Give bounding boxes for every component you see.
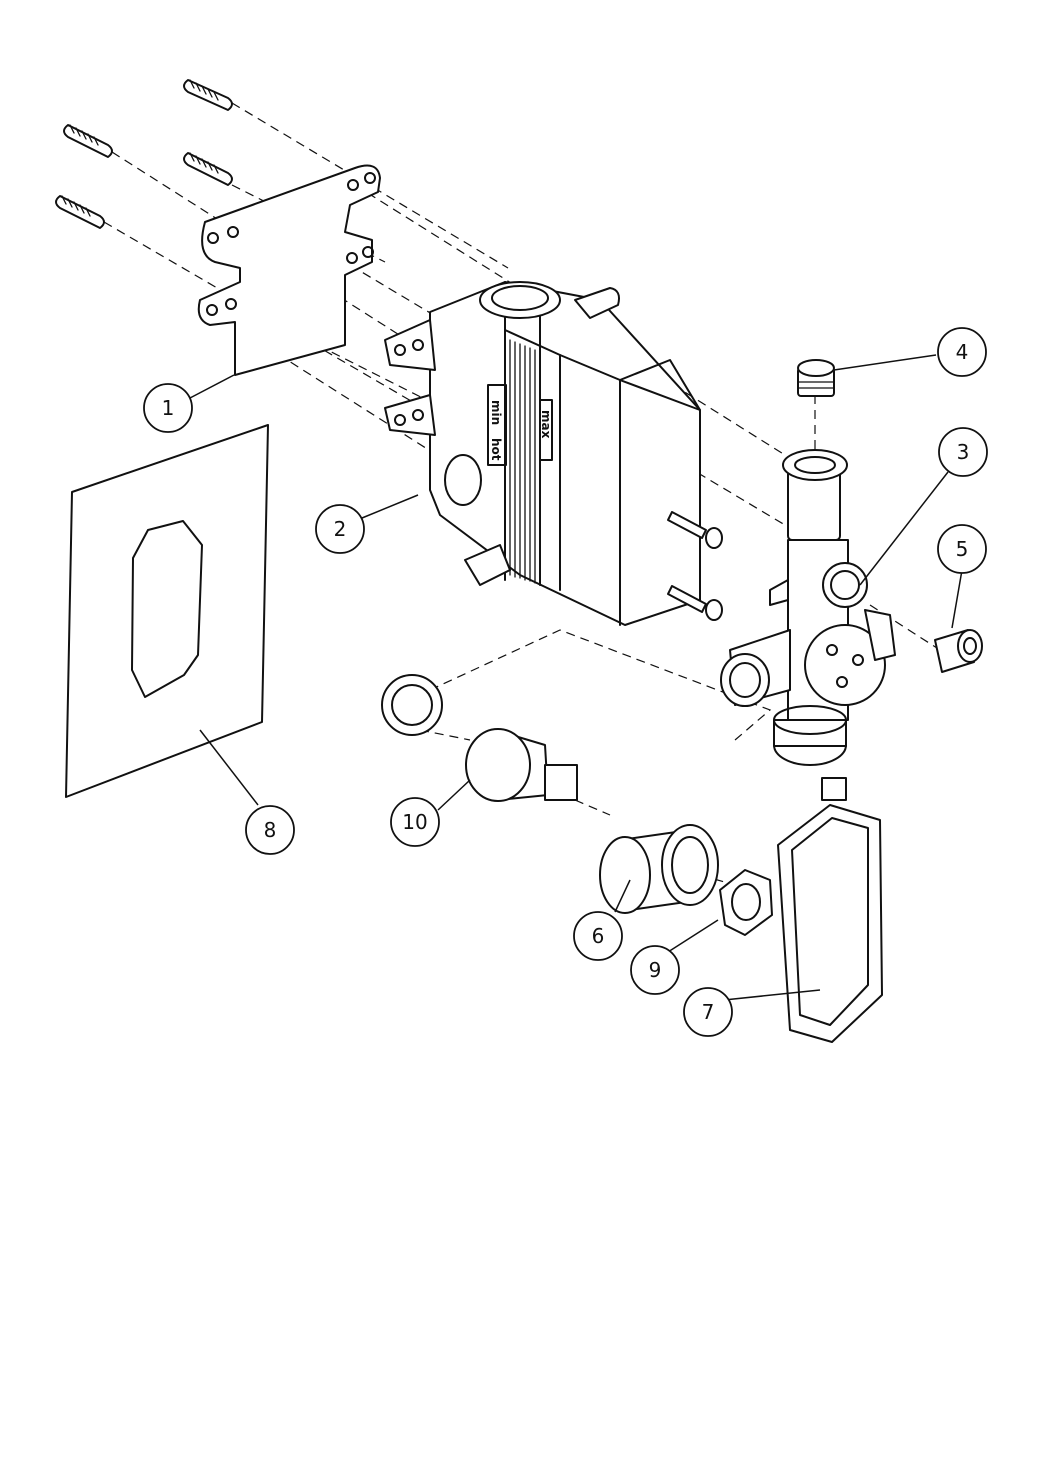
callout-4: 4 [937,327,987,377]
box-screw-upper [667,511,723,549]
wall-plug-left-upper [63,124,113,158]
min-label: min [489,400,503,425]
hot-label: hot [489,438,503,461]
callout-7: 7 [683,987,733,1037]
wall-plug-middle [183,152,233,186]
wall-plug-left-lower [55,195,105,229]
callout-4-number: 4 [956,340,969,364]
callout-7-number: 7 [702,1000,715,1024]
wall-plug-top [183,79,233,111]
callout-8: 8 [245,805,295,855]
installation-box: min hot max [384,281,701,626]
callout-5-number: 5 [956,537,969,561]
callout-3: 3 [938,427,988,477]
valve-body [720,449,896,766]
callout-6-number: 6 [592,924,605,948]
callout-5: 5 [937,524,987,574]
callout-8-number: 8 [264,818,277,842]
callout-1: 1 [143,383,193,433]
wall-gasket-sheet [65,424,269,798]
side-plug [934,629,983,673]
callout-9-number: 9 [649,958,662,982]
callout-6: 6 [573,911,623,961]
callout-9: 9 [630,945,680,995]
top-plug [797,359,835,397]
o-ring [381,674,443,736]
callout-10-number: 10 [402,810,427,834]
sleeve [599,824,719,914]
cartridge [465,728,578,802]
callout-1-number: 1 [162,396,175,420]
nut [719,869,773,936]
callout-3-number: 3 [957,440,970,464]
callout-2-number: 2 [334,517,347,541]
max-label: max [539,410,553,439]
frame-gasket [777,777,883,1043]
callout-10: 10 [390,797,440,847]
callout-2: 2 [315,504,365,554]
leader-lines [189,354,963,1001]
box-screw-lower [667,585,723,621]
mounting-plate [197,164,381,376]
